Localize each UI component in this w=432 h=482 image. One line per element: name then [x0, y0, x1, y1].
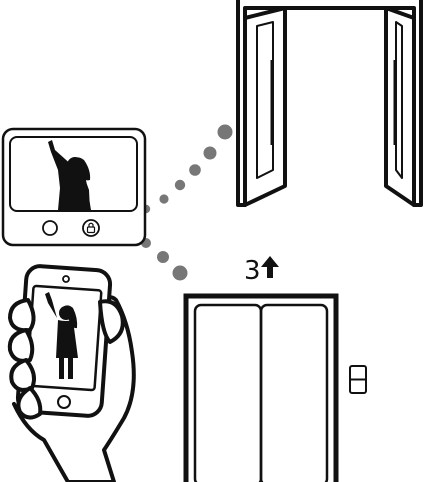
- elevator-door-right: [261, 305, 327, 482]
- signal-dot: [204, 147, 217, 160]
- right-door-leaf: [386, 8, 414, 205]
- elevator: 3: [186, 256, 366, 482]
- signal-dot: [157, 251, 169, 263]
- video-intercom-monitor-icon: [3, 129, 145, 245]
- hand-holding-smartphone-icon: [10, 265, 134, 482]
- elevator-call-panel: [350, 366, 366, 393]
- double-door-icon: [238, 0, 421, 205]
- call-button: [43, 221, 57, 235]
- arrow-up-icon: [261, 256, 279, 278]
- elevator-door-left: [195, 305, 261, 482]
- signal-dot: [218, 125, 233, 140]
- signal-dot: [175, 180, 185, 190]
- left-door-leaf: [245, 8, 285, 205]
- signal-dot: [189, 164, 201, 176]
- signal-dot: [159, 194, 168, 203]
- floor-number: 3: [244, 256, 261, 286]
- signal-dot: [173, 266, 188, 281]
- unlock-button: [83, 220, 99, 236]
